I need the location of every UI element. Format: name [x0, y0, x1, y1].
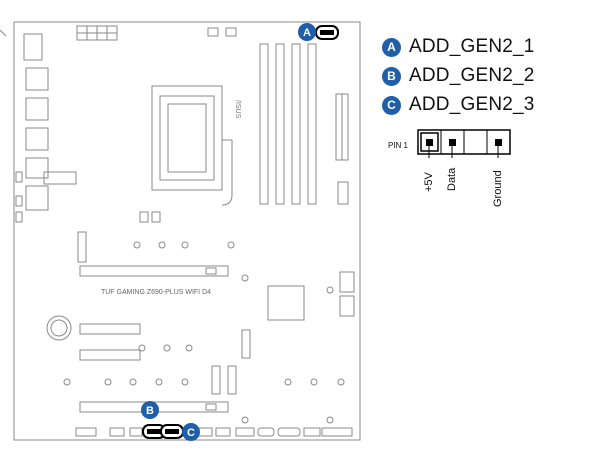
pcie-x16-slot — [79, 265, 229, 277]
marker-badge-c: C — [182, 423, 200, 441]
pin-1-dot — [426, 139, 433, 146]
m2-slot-2 — [241, 329, 251, 359]
io-block-5 — [25, 157, 49, 179]
brand-mark: /ISUS — [234, 100, 241, 119]
svg-text:B: B — [146, 405, 154, 417]
board-model-label: TUF GAMING Z690-PLUS WIFI D4 — [101, 289, 211, 296]
pin1-label: PIN 1 — [388, 141, 409, 150]
svg-text:A: A — [303, 27, 311, 39]
pinout-diagram: PIN 1 +5V Data Ground — [388, 128, 528, 218]
dimm-slot-1 — [259, 43, 269, 205]
pin-header-diagram — [417, 129, 511, 158]
legend-badge-c: C — [382, 95, 401, 115]
legend-label: ADD_GEN2_1 — [409, 36, 535, 57]
io-block-4 — [25, 127, 49, 151]
pin-label-5v: +5V — [423, 172, 435, 192]
io-block-6 — [25, 185, 49, 211]
chipset — [267, 285, 305, 321]
m2-slot-4 — [227, 365, 237, 395]
board-outline — [13, 21, 361, 441]
io-block-2 — [25, 67, 49, 91]
pin-label-ground: Ground — [492, 170, 504, 207]
pin-2-dot — [449, 139, 456, 146]
addressable-header-a — [315, 25, 339, 40]
marker-badge-b: B — [141, 401, 159, 419]
legend-item-add-gen2-3: C ADD_GEN2_3 — [382, 92, 535, 118]
legend-label: ADD_GEN2_3 — [409, 94, 535, 115]
legend-label: ADD_GEN2_2 — [409, 65, 535, 86]
legend-item-add-gen2-1: A ADD_GEN2_1 — [382, 34, 535, 60]
dimm-slot-4 — [307, 43, 317, 205]
pin-4-dot — [495, 139, 502, 146]
legend-item-add-gen2-2: B ADD_GEN2_2 — [382, 63, 535, 89]
pin-label-data: Data — [446, 167, 458, 191]
marker-badge-a: A — [298, 23, 316, 41]
cmos-battery — [46, 315, 72, 341]
svg-text:C: C — [187, 427, 195, 439]
motherboard-diagram: /ISUS TUF GAMING Z690-PLUS WIFI D4 A B C — [0, 21, 361, 441]
pcie-x1-slot-1 — [79, 323, 141, 335]
dimm-slot-2 — [275, 43, 285, 205]
legend-badge-a: A — [382, 37, 401, 57]
pcie-x1-slot-2 — [79, 349, 141, 361]
m2-slot-3 — [211, 365, 221, 395]
addressable-header-c — [160, 424, 184, 439]
legend-badge-b: B — [382, 66, 401, 86]
m2-slot-1 — [77, 231, 87, 263]
cpu-socket — [151, 85, 223, 191]
io-block-1 — [23, 33, 43, 61]
io-block-3 — [25, 97, 49, 121]
dimm-slot-3 — [291, 43, 301, 205]
